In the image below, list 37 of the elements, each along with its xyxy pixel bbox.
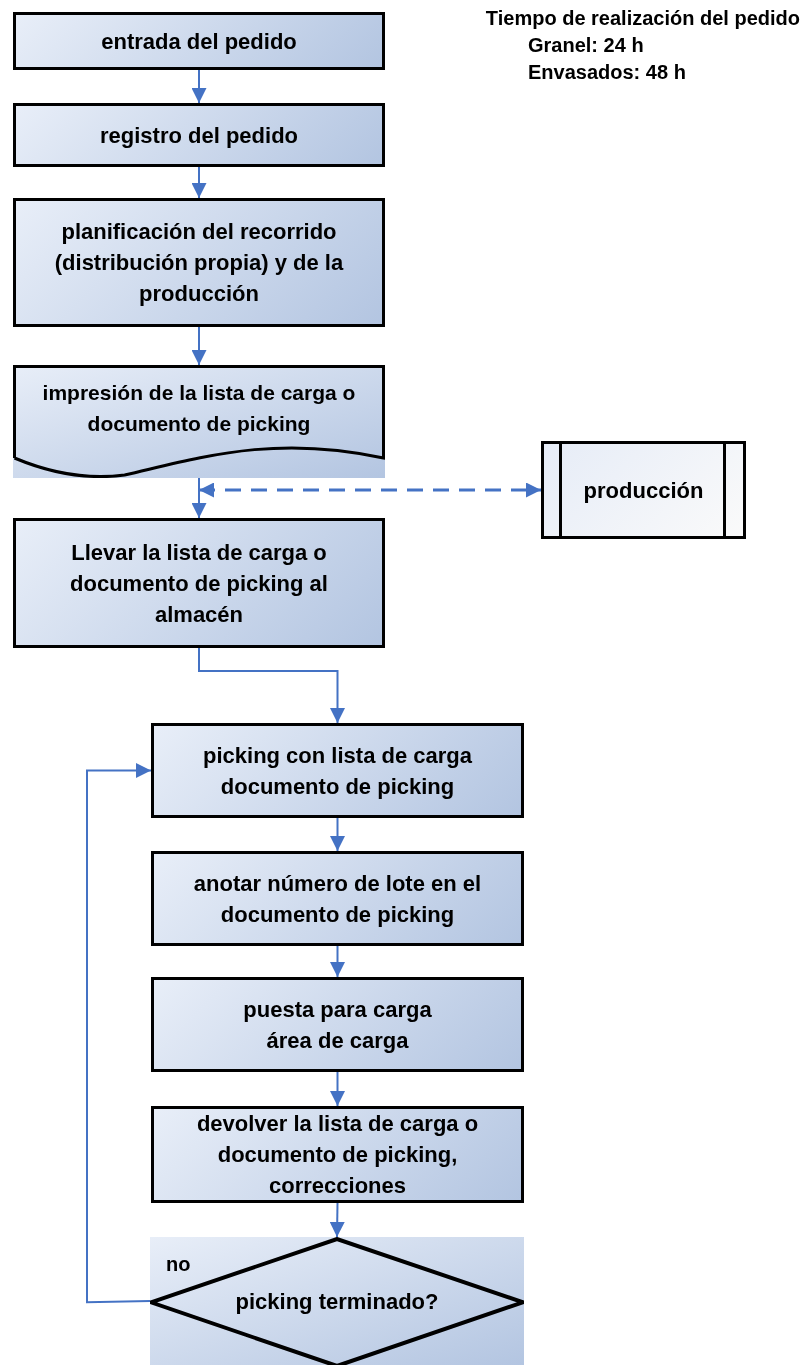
process-box (151, 851, 524, 946)
arrow (86, 763, 152, 1304)
step-text: anotar número de lote en el documento de picking (192, 869, 483, 929)
arrow (198, 647, 345, 724)
step-text: producción (582, 476, 705, 505)
process-box (151, 723, 524, 818)
arrow (191, 69, 207, 104)
edge-label: no (166, 1253, 191, 1276)
step-text: Llevar la lista de carga o documento de picking al almacén (69, 538, 329, 629)
dashed-arrow (199, 482, 541, 498)
note-text: Granel: 24 h (528, 34, 644, 57)
document-shape (13, 365, 385, 478)
arrow (191, 166, 207, 199)
arrow (330, 945, 345, 978)
step-text: entrada del pedido (100, 27, 298, 56)
decision-text: picking terminado? (234, 1287, 440, 1316)
step-text: puesta para carga área de carga (242, 995, 433, 1055)
step-text: impresión de la lista de carga o documento de picking (41, 380, 357, 437)
process-box (13, 518, 385, 648)
note-text: Envasados: 48 h (528, 61, 686, 84)
arrow (330, 1071, 345, 1107)
process-box (151, 977, 524, 1072)
arrow (330, 817, 345, 852)
step-text: registro del pedido (99, 121, 299, 150)
step-text: planificación del recorrido (distribución propia) y de la producción (53, 218, 345, 308)
process-box (13, 103, 385, 167)
step-text: devolver la lista de carga o documento de picking, correcciones (195, 1110, 480, 1200)
process-box (13, 198, 385, 327)
arrow (329, 1202, 345, 1238)
predefined-process-box (541, 441, 746, 539)
decision-diamond (150, 1237, 524, 1365)
process-box (13, 12, 385, 70)
arrow (191, 477, 207, 519)
step-text: picking con lista de carga documento de picking (202, 741, 473, 801)
process-box (151, 1106, 524, 1203)
title-text: Tiempo de realización del pedido (485, 7, 800, 30)
arrow (191, 326, 207, 366)
